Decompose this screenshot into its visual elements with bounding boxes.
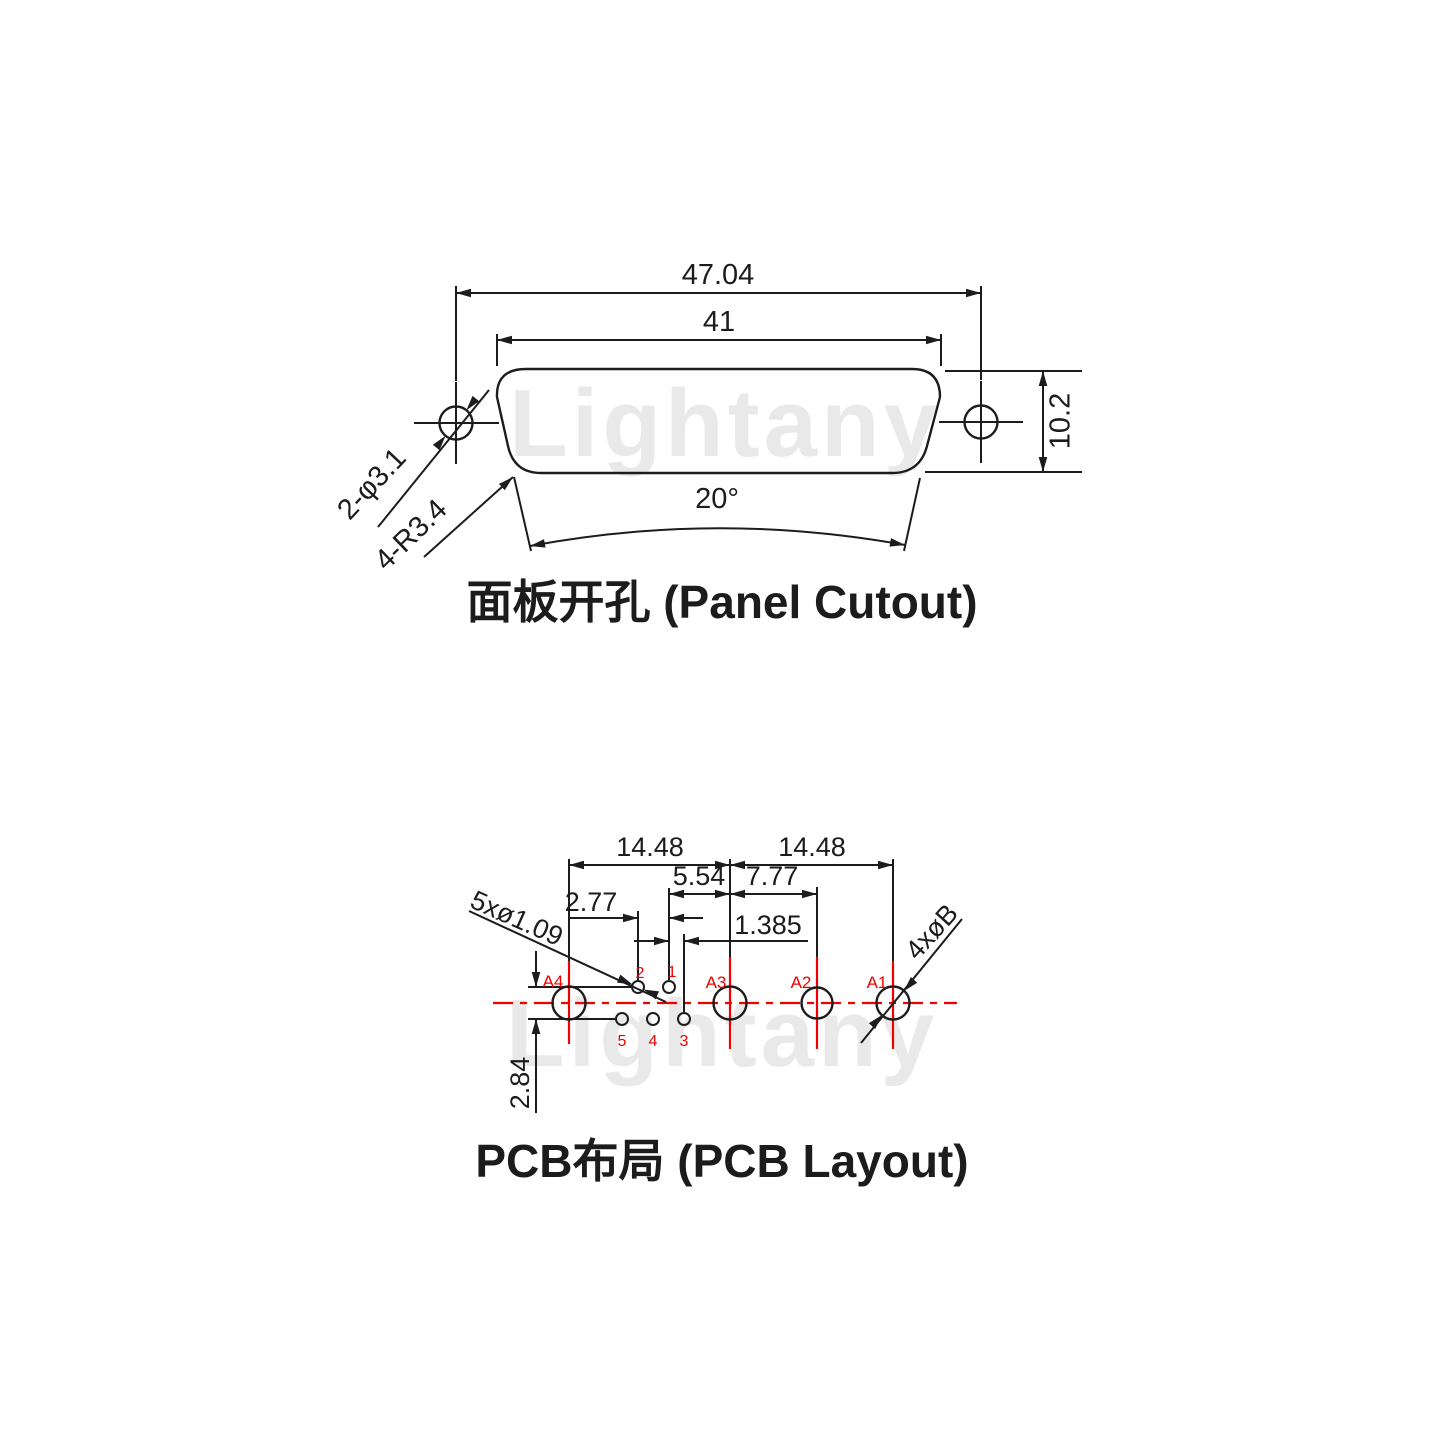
leader-label-signal-pin-dia: 5xø1.09 [466,885,567,952]
label-pin-3: 3 [680,1033,689,1050]
label-a4: A4 [543,972,564,991]
pin-1 [662,980,676,994]
dim-label-pin-pitch: 2.77 [565,887,618,917]
dim-label-a3-a2: 7.77 [746,861,799,891]
dsub-cutout-outline [495,367,942,475]
leader-corner-radius: 4-R3.4 [369,473,516,577]
dim-cutout-height: 10.2 [925,370,1082,473]
left-mount-hole [414,382,499,464]
power-contact-holes: A4 A3 A2 A1 [543,972,911,1021]
dim-label-a3-a1: 14.48 [778,832,846,862]
dim-label-cutout-height: 10.2 [1045,393,1077,449]
hole-a4 [551,985,587,1021]
watermark-bottom: Lightany [506,980,938,1087]
dim-hole-span: 47.04 [455,259,982,381]
dim-label-row-offset: 1.385 [734,910,802,940]
pcb-layout-diagram: 14.48 14.48 5.54 7.77 2.77 1.385 [466,832,969,1187]
label-pin-2: 2 [636,965,645,982]
dim-mid-row: 5.54 7.77 [669,861,817,899]
dim-row-spacing: 2.84 [505,951,541,1113]
label-pin-4: 4 [649,1033,658,1050]
dim-label-taper-angle: 20° [695,483,739,515]
watermark-top: Lightany [509,370,941,477]
dim-label-a4-a3: 14.48 [616,832,684,862]
hole-a1 [875,985,911,1021]
leader-label-corner-radius: 4-R3.4 [369,493,454,576]
pin-3 [677,1012,691,1026]
dim-cutout-width: 41 [496,306,942,366]
dim-label-row-spacing: 2.84 [505,1057,535,1110]
dim-label-hole-span: 47.04 [682,259,755,291]
pin-5 [615,1012,629,1026]
right-mount-hole [939,381,1023,463]
dim-span-row: 14.48 14.48 [569,832,893,870]
label-a2: A2 [791,973,812,992]
leader-label-mount-holes: 2-φ3.1 [331,442,412,526]
panel-cutout-title: 面板开孔 (Panel Cutout) [466,576,977,628]
label-a3: A3 [706,973,727,992]
label-pin-1: 1 [668,964,677,981]
dim-taper-angle: 20° [513,476,921,552]
label-pin-5: 5 [618,1033,627,1050]
pcb-layout-title: PCB布局 (PCB Layout) [475,1135,968,1187]
dim-row-offset: 1.385 [634,910,808,946]
pin-4 [646,1012,660,1026]
centerlines [493,957,957,1049]
dim-label-pin1-a3: 5.54 [673,861,726,891]
label-a1: A1 [867,973,888,992]
dim-label-cutout-width: 41 [703,306,735,338]
hole-a2 [800,986,834,1020]
dim-pin-pitch: 2.77 [565,887,703,923]
hole-a3 [712,985,748,1021]
